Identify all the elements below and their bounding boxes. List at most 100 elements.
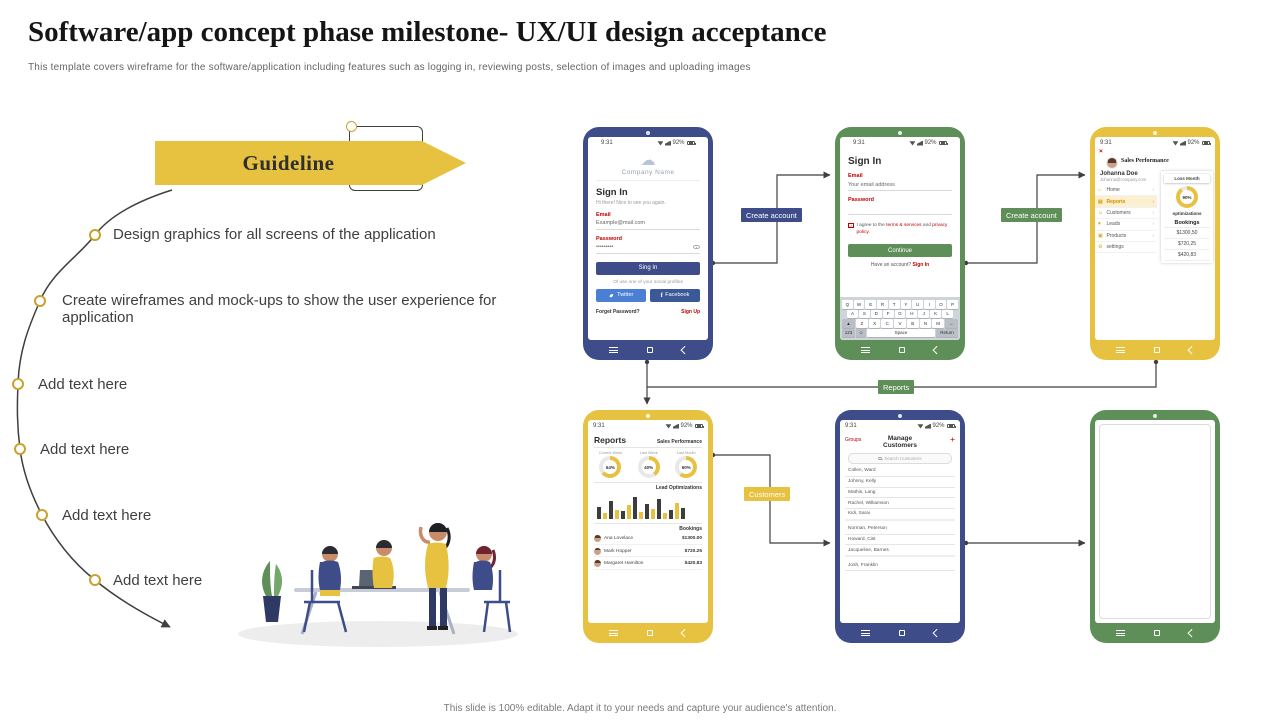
key-k[interactable]: K [930, 309, 942, 318]
key-z[interactable]: Z [856, 319, 868, 328]
key-i[interactable]: I [923, 300, 935, 309]
eye-icon[interactable] [693, 244, 700, 250]
bar [633, 497, 637, 519]
customer-row[interactable]: Rachel, Williamson [845, 498, 955, 510]
key-h[interactable]: H [906, 309, 918, 318]
menu-icon[interactable] [609, 630, 618, 636]
key-b[interactable]: B [906, 319, 919, 328]
add-customer-icon[interactable]: + [950, 434, 955, 444]
terms-link[interactable]: terms & services [886, 223, 922, 228]
back-icon[interactable] [680, 346, 689, 354]
signin-heading: Sign In [848, 156, 882, 167]
shift-key-icon[interactable]: ▲ [842, 319, 855, 328]
avatar [594, 535, 601, 542]
key-s[interactable]: S [858, 309, 870, 318]
customer-row[interactable]: Collen, Ward [845, 466, 955, 477]
key-v[interactable]: V [894, 319, 906, 328]
close-icon[interactable]: × [1099, 148, 1103, 155]
menu-item-products[interactable]: ▣Products› [1095, 231, 1157, 242]
email-field[interactable]: Example@mail.com [596, 218, 700, 230]
customer-row[interactable]: Kidi, Sarai [845, 509, 955, 521]
back-icon[interactable] [680, 629, 689, 637]
key-y[interactable]: Y [900, 300, 912, 309]
key-m[interactable]: M [932, 319, 945, 328]
menu-item-leads[interactable]: ♥Leads› [1095, 219, 1157, 231]
booking-row: Ana Lovelace $1300.00 [594, 535, 702, 545]
key-a[interactable]: A [847, 309, 858, 318]
menu-icon[interactable] [609, 347, 618, 353]
signin-link[interactable]: Sign In [912, 262, 930, 269]
privacy-link[interactable]: privacy policy. [856, 223, 948, 236]
key-r[interactable]: R [877, 300, 888, 309]
return-key[interactable]: Return [936, 328, 958, 337]
menu-icon[interactable] [861, 630, 870, 636]
groups-link[interactable]: Groups [845, 437, 862, 443]
home-icon[interactable] [898, 629, 905, 637]
back-icon[interactable] [932, 629, 941, 637]
customer-row[interactable]: Jacqueline, Barnes [845, 545, 955, 558]
key-c[interactable]: C [881, 319, 894, 328]
symbols-key[interactable]: 123 [842, 328, 855, 337]
donut-last-week: Last Week 40% [637, 451, 660, 478]
bar [645, 504, 649, 519]
key-x[interactable]: X [868, 319, 881, 328]
key-o[interactable]: O [935, 300, 947, 309]
backspace-key-icon[interactable]: ← [945, 319, 958, 328]
back-icon[interactable] [1187, 629, 1196, 637]
status-time: 9:31 [593, 423, 605, 429]
terms-checkbox[interactable]: ✓ [848, 222, 854, 229]
back-icon[interactable] [1187, 346, 1196, 354]
guideline-item: Design graphics for all screens of the a… [113, 226, 436, 243]
customer-row[interactable]: Josh, Franklin [845, 560, 955, 571]
forgot-password-link[interactable]: Forget Password? [596, 308, 640, 315]
key-w[interactable]: W [853, 300, 865, 309]
password-field[interactable]: ••••••••• [596, 242, 700, 254]
menu-icon[interactable] [1116, 347, 1125, 353]
key-p[interactable]: P [947, 300, 959, 309]
menu-icon[interactable] [1116, 630, 1125, 636]
customer-row[interactable]: Mathis, Lang [845, 488, 955, 499]
home-icon[interactable] [646, 629, 653, 637]
key-j[interactable]: J [918, 309, 930, 318]
bar [651, 509, 655, 519]
signup-link[interactable]: Sign Up [681, 308, 700, 315]
avatar [594, 547, 601, 555]
customer-row[interactable]: Johnny, Kelly [845, 477, 955, 488]
key-e[interactable]: E [865, 300, 877, 309]
back-icon[interactable] [932, 346, 941, 354]
menu-item-home[interactable]: ⌂Home› [1095, 185, 1157, 197]
continue-button[interactable]: Continue [848, 244, 952, 258]
menu-item-reports[interactable]: ▤Reports› [1095, 196, 1157, 208]
email-field[interactable]: Your email address [848, 179, 952, 191]
key-u[interactable]: U [912, 300, 923, 309]
home-icon[interactable] [646, 346, 653, 354]
menu-icon[interactable] [861, 347, 870, 353]
emoji-key-icon[interactable]: ☺ [856, 328, 866, 337]
dashboard-screen: 9:31 92% × Sales Performance Johanna Doe… [1095, 137, 1215, 340]
social-login-prompt: Of use one of your social profiles [613, 279, 683, 285]
menu-item-customers[interactable]: ☺Customers› [1095, 208, 1157, 220]
key-l[interactable]: L [942, 309, 954, 318]
key-n[interactable]: N [919, 319, 932, 328]
signin-button[interactable]: Sing In [596, 261, 700, 275]
menu-item-settings[interactable]: ⚙settings [1095, 242, 1157, 254]
facebook-button[interactable]: f Facebook [650, 288, 700, 302]
key-d[interactable]: D [870, 309, 882, 318]
password-field[interactable] [848, 203, 952, 215]
key-f[interactable]: F [882, 309, 894, 318]
key-t[interactable]: T [888, 300, 900, 309]
twitter-button[interactable]: Twitter [596, 288, 646, 302]
customer-row[interactable]: Norman, Peterson [845, 524, 955, 535]
home-icon[interactable] [1153, 346, 1160, 354]
camera-dot-icon [1153, 414, 1157, 418]
home-icon[interactable] [1153, 629, 1160, 637]
customer-row[interactable]: Howard, Cist [845, 535, 955, 546]
space-key[interactable]: Space [867, 328, 935, 337]
chevron-right-icon: › [1152, 198, 1154, 205]
loss-month-chip[interactable]: Loss Month [1164, 174, 1210, 183]
key-g[interactable]: G [894, 309, 906, 318]
search-input[interactable]: Search Customers [848, 452, 952, 464]
key-q[interactable]: Q [842, 300, 853, 309]
home-icon[interactable] [898, 346, 905, 354]
